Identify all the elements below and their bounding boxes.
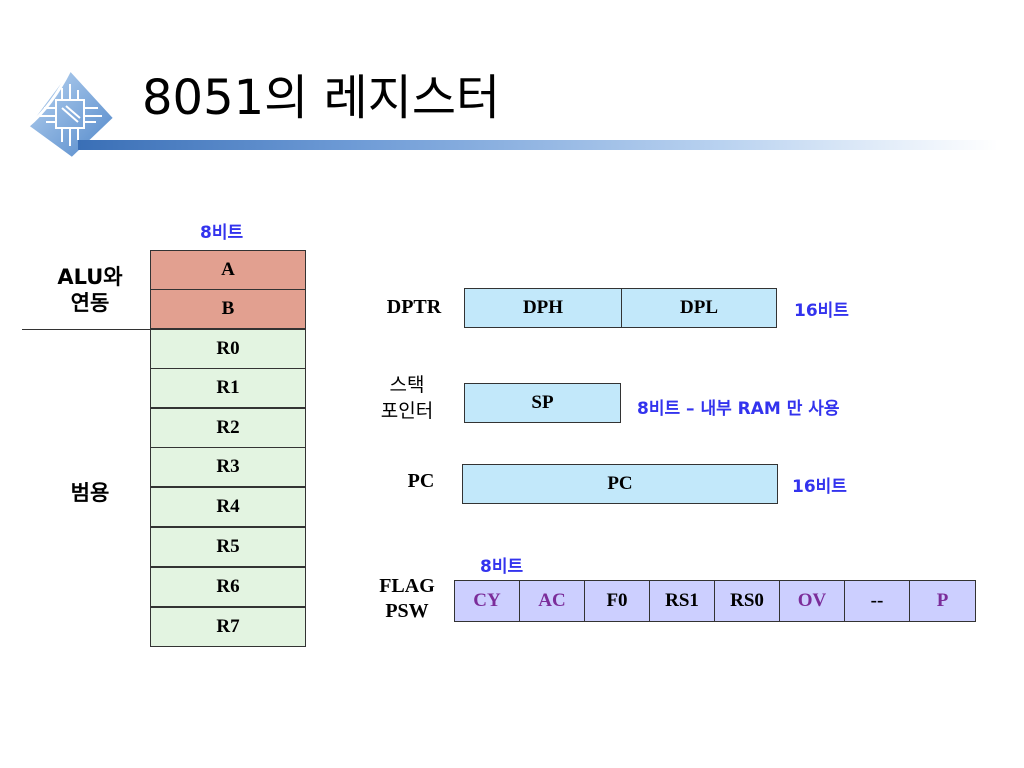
- dptr-width-note: 16비트: [794, 301, 849, 321]
- register-r5: R5: [150, 527, 306, 567]
- register-r2: R2: [150, 408, 306, 448]
- psw-width-note: 8비트: [480, 557, 524, 577]
- register-dpl: DPL: [621, 288, 777, 328]
- register-r1: R1: [150, 368, 306, 408]
- pc-label: PC: [407, 470, 435, 492]
- page-title: 8051의 레지스터: [142, 70, 501, 126]
- circuit-logo-icon: [26, 68, 116, 160]
- register-b: B: [150, 289, 306, 329]
- alu-group-divider: [22, 329, 150, 330]
- register-a: A: [150, 250, 306, 290]
- pc-width-note: 16비트: [792, 477, 847, 497]
- psw-bit-p: P: [909, 580, 976, 622]
- register-r4: R4: [150, 487, 306, 527]
- sp-label: 스택 포인터: [380, 374, 434, 422]
- psw-register: CY AC F0 RS1 RS0 OV -- P: [454, 580, 976, 622]
- psw-bit-ov: OV: [779, 580, 845, 622]
- sp-width-note: 8비트 – 내부 RAM 만 사용: [637, 399, 840, 419]
- register-bank-width-note: 8비트: [200, 223, 244, 243]
- dptr-label: DPTR: [386, 296, 442, 318]
- psw-bit-rs1: RS1: [649, 580, 715, 622]
- psw-bit-unused: --: [844, 580, 910, 622]
- alu-group-label: ALU와 연동: [57, 265, 123, 315]
- register-r3: R3: [150, 447, 306, 487]
- psw-bit-cy: CY: [454, 580, 520, 622]
- register-r6: R6: [150, 567, 306, 607]
- psw-label: FLAG PSW: [379, 575, 435, 622]
- register-dph: DPH: [464, 288, 622, 328]
- general-group-label: 범용: [70, 481, 110, 505]
- title-underline: [78, 140, 998, 150]
- psw-bit-ac: AC: [519, 580, 585, 622]
- register-bank: A B R0 R1 R2 R3 R4 R5 R6 R7: [150, 250, 306, 648]
- register-r0: R0: [150, 329, 306, 369]
- psw-bit-rs0: RS0: [714, 580, 780, 622]
- psw-bit-f0: F0: [584, 580, 650, 622]
- register-sp: SP: [464, 383, 621, 423]
- register-r7: R7: [150, 607, 306, 647]
- register-pc: PC: [462, 464, 778, 504]
